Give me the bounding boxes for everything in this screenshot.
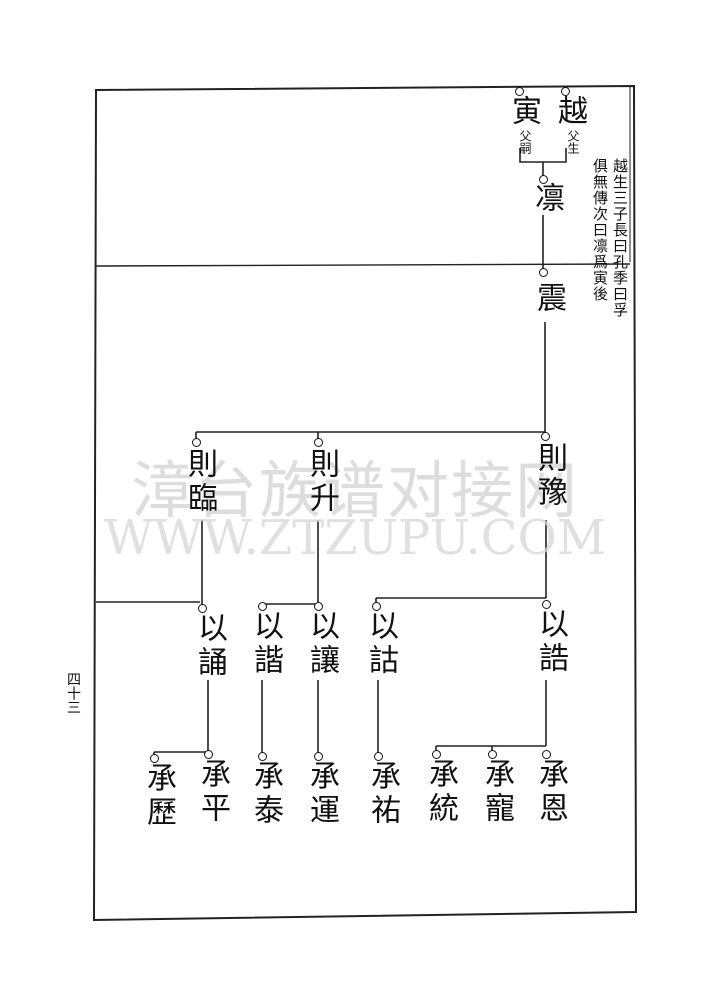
- row-divider-1: [95, 263, 631, 267]
- node-ring: [372, 602, 381, 611]
- relation-yin: 父嗣: [518, 130, 532, 154]
- person-chengyou: 承祐: [365, 760, 400, 828]
- node-ring: [258, 602, 267, 611]
- page-frame: [92, 84, 638, 922]
- person-chengtong: 承統: [423, 758, 458, 826]
- person-zesheng: 則升: [304, 448, 339, 516]
- watermark-cn: 漳台族谱对接网: [130, 454, 579, 527]
- person-chengchong: 承寵: [479, 758, 514, 826]
- node-ring: [539, 268, 548, 277]
- node-ring: [432, 750, 441, 759]
- node-ring: [314, 752, 323, 761]
- person-chengyun: 承運: [304, 760, 339, 828]
- person-lin: 凛: [529, 182, 564, 216]
- node-ring: [314, 602, 323, 611]
- node-ring: [314, 438, 323, 447]
- person-yin: 寅: [506, 95, 541, 129]
- person-zeyu: 則豫: [532, 442, 567, 510]
- node-ring: [150, 754, 159, 763]
- node-ring: [542, 600, 551, 609]
- person-yirang: 以讓: [304, 610, 339, 678]
- page-number: 四十三: [65, 672, 81, 714]
- node-ring: [204, 750, 213, 759]
- person-zhen: 震: [531, 282, 566, 316]
- person-chengping: 承平: [195, 758, 230, 826]
- watermark-url: WWW.ZTZUPU.COM: [103, 510, 607, 566]
- node-ring: [515, 87, 524, 96]
- person-chengtai: 承泰: [248, 760, 283, 828]
- note-line-2: 俱無傳次曰凛爲寅後: [591, 158, 609, 302]
- person-chengli: 承歷: [141, 762, 176, 830]
- node-ring: [541, 432, 550, 441]
- node-ring: [192, 438, 201, 447]
- gen1-bracket: [519, 148, 567, 176]
- person-yiwu: 以詁: [363, 610, 398, 678]
- relation-yue: 父生: [566, 130, 580, 154]
- node-ring: [198, 604, 207, 613]
- node-ring: [561, 87, 570, 96]
- person-yisong: 以誦: [192, 612, 227, 680]
- node-ring: [488, 750, 497, 759]
- node-ring: [542, 750, 551, 759]
- person-zelin: 則臨: [182, 448, 217, 516]
- person-yue: 越: [552, 95, 587, 129]
- node-ring: [539, 175, 548, 184]
- node-ring: [258, 752, 267, 761]
- node-ring: [374, 752, 383, 761]
- note-line-1: 越生三子長曰孔季曰孚: [611, 158, 629, 318]
- person-yigao: 以誥: [533, 608, 568, 676]
- person-chengen: 承恩: [533, 758, 568, 826]
- person-yixie: 以諧: [248, 610, 283, 678]
